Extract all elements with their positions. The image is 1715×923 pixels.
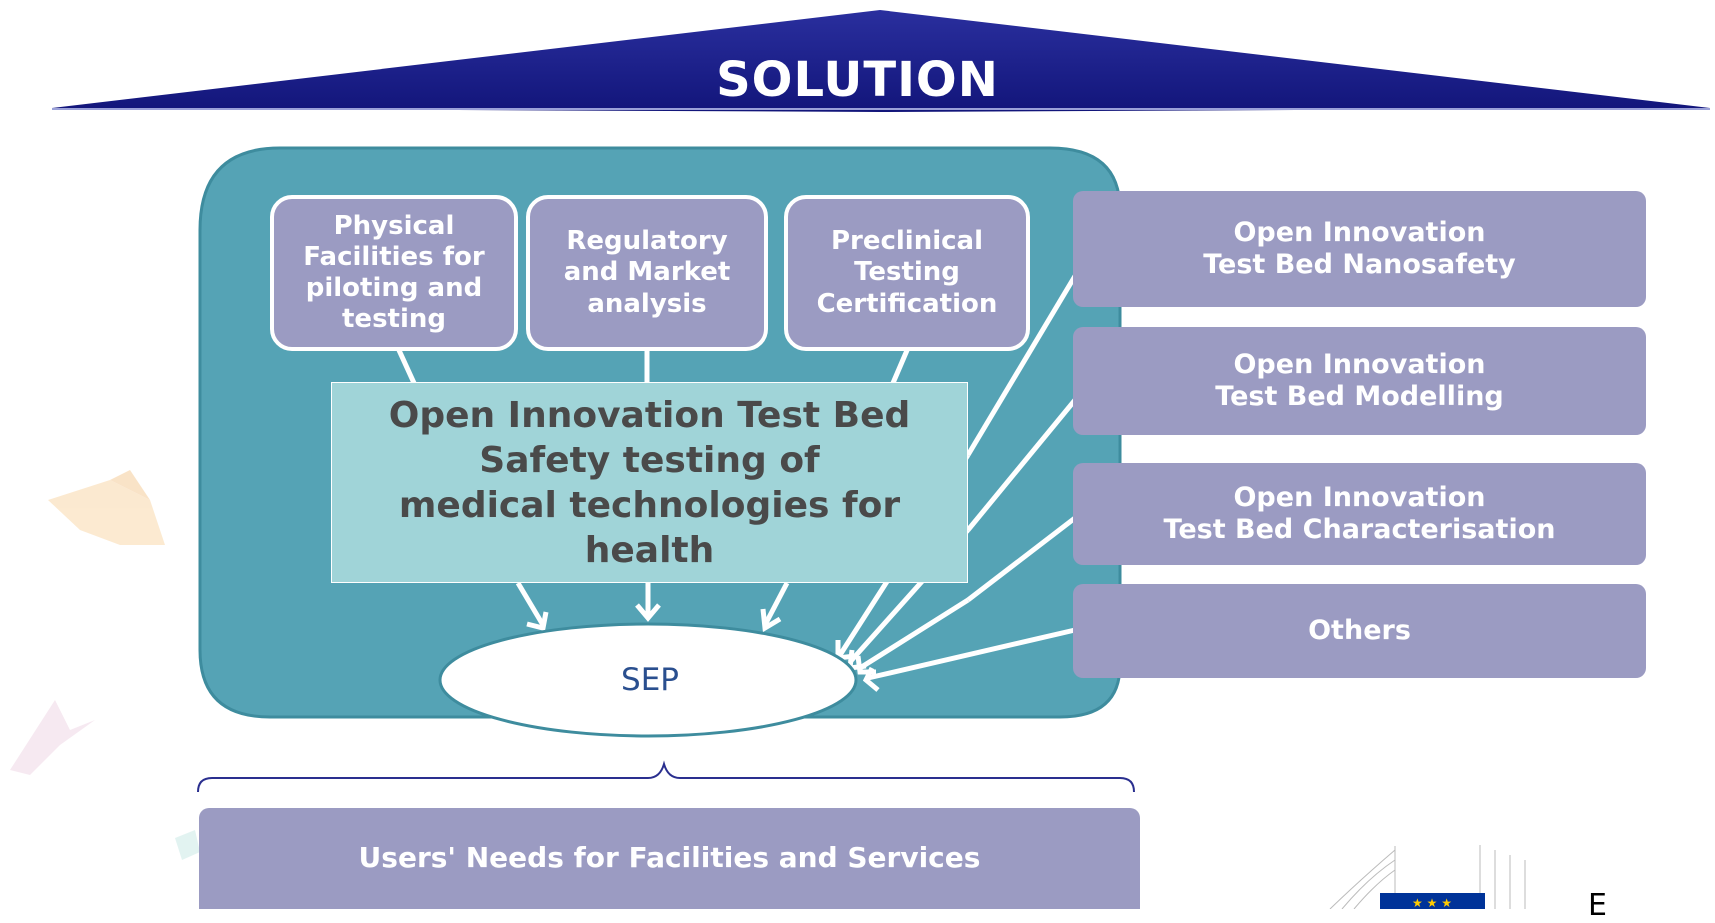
decorative-bird-teal bbox=[175, 830, 200, 860]
decorative-bird-orange bbox=[48, 470, 165, 545]
top-connectors bbox=[395, 346, 911, 385]
solution-title: SOLUTION bbox=[716, 52, 999, 108]
center-to-sep-arrows bbox=[515, 581, 790, 633]
svg-text:★ ★ ★: ★ ★ ★ bbox=[1412, 896, 1452, 909]
eu-logo-text: E bbox=[1588, 888, 1607, 923]
sep-label: SEP bbox=[621, 662, 679, 698]
users-needs-box: Users' Needs for Facilities and Services bbox=[199, 808, 1140, 909]
oitb-safety-testing-box: Open Innovation Test Bed Safety testing … bbox=[331, 382, 968, 583]
oitb-modelling-box: Open Innovation Test Bed Modelling bbox=[1073, 327, 1646, 435]
sep-ellipse bbox=[438, 622, 858, 738]
eu-logo: ★ ★ ★ bbox=[1329, 845, 1526, 909]
oitb-characterisation-box: Open Innovation Test Bed Characterisatio… bbox=[1073, 463, 1646, 565]
decorative-bird-pink bbox=[10, 700, 95, 775]
oitb-nanosafety-box: Open Innovation Test Bed Nanosafety bbox=[1073, 191, 1646, 307]
others-box: Others bbox=[1073, 584, 1646, 678]
solution-banner bbox=[52, 10, 1710, 112]
users-brace bbox=[197, 760, 1135, 793]
